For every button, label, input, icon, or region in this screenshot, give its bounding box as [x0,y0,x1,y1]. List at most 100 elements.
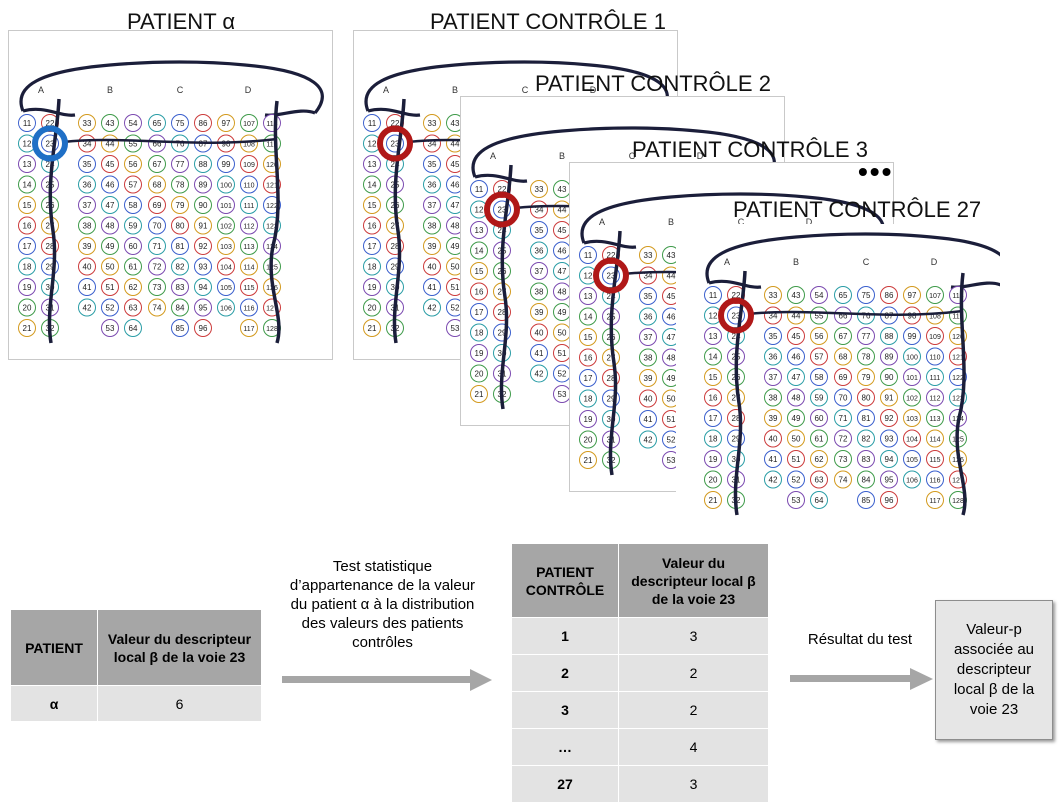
electrode-ring [101,319,119,337]
electrode-number: 122 [266,203,278,210]
electrode-ring [78,196,96,214]
electrode-ring [470,262,488,280]
electrode-ring [194,114,212,132]
highlight-ring [377,125,413,162]
electrode-ring [579,246,597,264]
electrode-ring [18,298,36,317]
electrode-number: 81 [862,414,871,423]
electrode-number: 27 [732,394,741,403]
electrode-number: 109 [929,334,941,341]
electrode-number: 40 [428,263,437,272]
electrode-number: 69 [839,373,848,382]
control-table-header-value: Valeur du descripteur local β de la voie… [618,543,769,618]
electrode-ring [810,327,828,345]
electrode-number: 65 [839,291,848,300]
electrode-number: 33 [428,119,437,128]
electrode-number: 45 [792,332,801,341]
electrode-number: 53 [792,496,801,505]
control-table-cell-value: 2 [618,691,769,729]
grid-column-letter: B [668,217,674,227]
electrode-number: 21 [368,324,377,333]
electrode-number: 44 [792,312,801,321]
electrode-ring [171,216,189,235]
electrode-ring [857,327,875,345]
grid-column-letter: A [490,151,496,161]
electrode-ring [787,429,805,448]
electrode-ring [787,347,805,366]
electrode-number: 111 [930,375,941,382]
electrode-number: 53 [558,390,567,399]
electrode-number: 18 [709,435,718,444]
electrode-number: 34 [644,272,653,281]
electrode-ring [857,388,875,407]
electrode-number: 24 [391,160,400,169]
electrode-ring [530,282,548,301]
electrode-number: 113 [929,416,940,423]
electrode-number: 49 [667,374,676,383]
electrode-number: 67 [839,332,848,341]
electrode-number: 120 [266,162,278,169]
electrode-number: 36 [83,181,92,190]
electrode-ring [903,388,921,407]
electrode-ring [530,180,548,198]
electrode-number: 114 [929,437,940,444]
electrode-number: 41 [428,283,437,292]
electrode-number: 16 [23,222,32,231]
electrode-number: 71 [153,242,162,251]
electrode-ring [217,216,235,235]
electrode-number: 89 [885,353,894,362]
electrode-ring [810,286,828,304]
electrode-number: 51 [106,283,115,292]
electrode-number: 127 [266,306,278,313]
electrode-ring [18,114,36,132]
electrode-ring [810,388,828,407]
electrode-ring [926,286,944,304]
electrode-number: 28 [607,374,616,383]
highlight-ring [593,257,629,294]
electrode-number: 68 [839,353,848,362]
electrode-ring [880,327,898,345]
electrode-ring [148,175,166,194]
electrode-number: 39 [83,242,92,251]
electrode-number: 55 [129,140,138,149]
electrode-ring [903,450,921,468]
electrode-number: 48 [558,288,567,297]
grid-column-letter: D [245,85,252,95]
electrode-number: 118 [952,293,963,300]
electrode-ring [18,216,36,235]
electrode-number: 114 [243,265,254,272]
electrode-ring [124,114,142,132]
electrode-number: 24 [498,226,507,235]
electrode-number: 37 [428,201,437,210]
electrode-number: 74 [839,476,848,485]
electrode-ring [78,216,96,235]
highlight-ring [32,125,68,162]
electrode-number: 47 [106,201,115,210]
electrode-number: 46 [451,181,460,190]
electrode-number: 45 [451,160,460,169]
electrode-number: 23 [391,140,400,149]
electrode-number: 11 [23,119,32,128]
electrode-ring [639,328,657,346]
electrode-number: 47 [558,267,567,276]
electrode-number: 90 [199,201,208,210]
electrode-number: 73 [153,283,162,292]
electrode-ring [787,368,805,386]
electrode-number: 40 [769,435,778,444]
electrode-ring [579,389,597,408]
electrode-number: 21 [709,496,718,505]
electrode-ring [217,237,235,255]
electrode-ring [148,237,166,255]
electrode-number: 128 [952,498,964,505]
electrode-number: 52 [667,436,676,445]
electrode-number: 30 [46,283,55,292]
electrode-ring [857,470,875,489]
electrode-number: 29 [391,263,400,272]
electrode-ring [240,175,258,194]
electrode-ring [579,451,597,469]
electrode-ring [903,470,921,489]
electrode-number: 82 [862,435,871,444]
electrode-number: 36 [535,247,544,256]
electrode-number: 50 [451,263,460,272]
electrode-number: 95 [885,476,894,485]
